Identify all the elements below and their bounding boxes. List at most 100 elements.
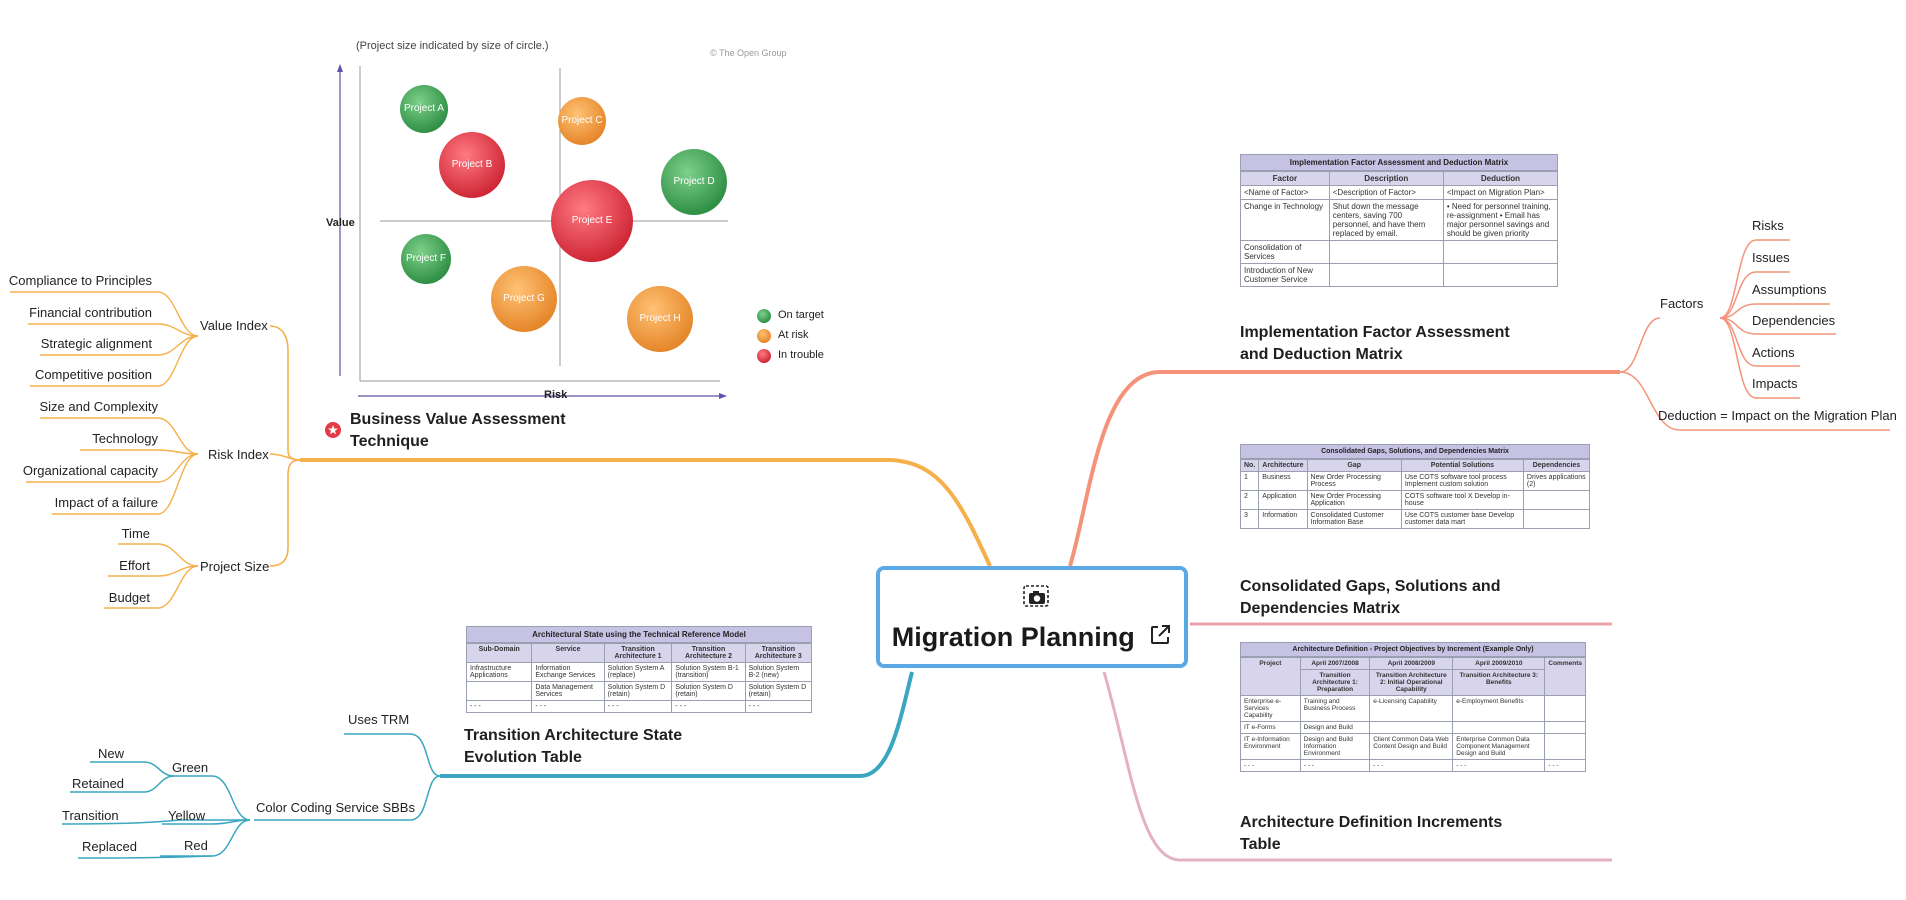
factor-item[interactable]: Assumptions	[1752, 282, 1827, 297]
table-row: Introduction of New Customer Service	[1240, 263, 1559, 287]
table-header: Factor	[1240, 171, 1330, 186]
value-index-node[interactable]: Value Index	[200, 318, 268, 333]
table-header: Transition Architecture 2: Initial Opera…	[1369, 669, 1454, 696]
green-node[interactable]: Green	[172, 760, 209, 775]
table-header: Project	[1240, 657, 1301, 696]
table-header: Potential Solutions	[1400, 459, 1524, 472]
table-row: <Name of Factor><Description of Factor><…	[1240, 185, 1559, 200]
table-header: Comments	[1544, 657, 1586, 696]
factor-item[interactable]: Issues	[1752, 250, 1790, 265]
table-caption: Architectural State using the Technical …	[466, 626, 812, 643]
period-header: April 2008/2009	[1369, 657, 1454, 670]
table-header: Transition Architecture 3	[744, 643, 813, 663]
legend-label: In trouble	[778, 349, 824, 361]
factors-node[interactable]: Factors	[1660, 296, 1704, 311]
table-header: Dependencies	[1522, 459, 1591, 472]
bubble-label: Project C	[561, 115, 603, 126]
table-caption: Implementation Factor Assessment and Ded…	[1240, 154, 1558, 171]
color-coding-node[interactable]: Color Coding Service SBBs	[256, 800, 415, 815]
table-caption: Consolidated Gaps, Solutions, and Depend…	[1240, 444, 1590, 459]
table-header: Sub-Domain	[465, 643, 533, 663]
bubble-label: Project A	[403, 103, 445, 114]
size-item[interactable]: Budget	[108, 590, 150, 605]
size-item[interactable]: Effort	[119, 558, 150, 573]
increments-table-image[interactable]: Architecture Definition - Project Object…	[1240, 642, 1586, 772]
screenshot-camera-icon[interactable]	[1022, 582, 1050, 615]
bubble-label: Project G	[503, 293, 545, 304]
project-size-node[interactable]: Project Size	[200, 559, 270, 574]
period-header: April 2007/2008	[1299, 657, 1371, 670]
central-title: Migration Planning	[891, 622, 1135, 652]
central-topic[interactable]: Migration Planning	[876, 566, 1188, 668]
bubble-label: Project E	[571, 215, 613, 226]
bva-note: (Project size indicated by size of circl…	[356, 40, 549, 52]
yellow-node[interactable]: Yellow	[168, 808, 206, 823]
open-external-icon[interactable]	[1148, 623, 1172, 654]
risk-item[interactable]: Technology	[92, 431, 158, 446]
bubble-label: Project H	[639, 313, 681, 324]
table-header: Architecture	[1258, 459, 1308, 472]
bva-chart-image[interactable]: (Project size indicated by size of circl…	[320, 36, 840, 416]
value-item[interactable]: Competitive position	[34, 367, 152, 382]
new-node[interactable]: New	[98, 746, 125, 761]
table-header: No.	[1239, 459, 1260, 472]
star-marker-icon[interactable]	[325, 422, 341, 443]
transition-node[interactable]: Transition	[62, 808, 119, 823]
table-row: - - -- - -- - -- - -- - -	[1240, 759, 1586, 772]
factor-item[interactable]: Impacts	[1752, 376, 1798, 391]
replaced-node[interactable]: Replaced	[82, 839, 137, 854]
uses-trm-node[interactable]: Uses TRM	[348, 712, 410, 727]
table-header: Deduction	[1442, 171, 1559, 186]
bubble-label: Project D	[673, 176, 715, 187]
table-header: Transition Architecture 1	[603, 643, 673, 663]
risk-item[interactable]: Size and Complexity	[39, 399, 159, 414]
bva-y-label: Value	[326, 217, 355, 229]
table-row: Consolidation of Services	[1240, 240, 1559, 264]
table-header: Transition Architecture 1: Preparation	[1299, 669, 1371, 696]
value-item[interactable]: Strategic alignment	[40, 336, 152, 351]
impl-title[interactable]: Implementation Factor Assessment and Ded…	[1240, 324, 1510, 363]
bva-copyright: © The Open Group	[710, 48, 787, 58]
bubble-label: Project F	[405, 253, 446, 264]
table-caption: Architecture Definition - Project Object…	[1240, 642, 1586, 657]
table-header: Transition Architecture 2	[671, 643, 746, 663]
period-header: April 2009/2010	[1452, 657, 1546, 670]
risk-index-node[interactable]: Risk Index	[208, 447, 269, 462]
deduction-node[interactable]: Deduction = Impact on the Migration Plan	[1658, 408, 1897, 423]
value-item[interactable]: Compliance to Principles	[8, 273, 152, 288]
table-header: Description	[1328, 171, 1444, 186]
table-row: - - -- - -- - -- - -- - -	[465, 700, 813, 713]
legend-label: At risk	[778, 329, 809, 341]
factor-item[interactable]: Actions	[1752, 345, 1795, 360]
impl-matrix-image[interactable]: Implementation Factor Assessment and Ded…	[1240, 154, 1559, 287]
gaps-title[interactable]: Consolidated Gaps, Solutions and Depende…	[1240, 578, 1501, 617]
risk-item[interactable]: Organizational capacity	[22, 463, 158, 478]
gaps-matrix-image[interactable]: Consolidated Gaps, Solutions, and Depend…	[1239, 444, 1591, 529]
table-header: Transition Architecture 3: Benefits	[1452, 669, 1546, 696]
red-node[interactable]: Red	[184, 838, 208, 853]
bubble-label: Project B	[451, 159, 493, 170]
factor-item[interactable]: Risks	[1752, 218, 1784, 233]
legend-label: On target	[778, 309, 824, 321]
transition-title[interactable]: Transition Architecture State Evolution …	[464, 727, 683, 766]
risk-item[interactable]: Impact of a failure	[54, 495, 158, 510]
factor-item[interactable]: Dependencies	[1752, 313, 1836, 328]
increments-title[interactable]: Architecture Definition Increments Table	[1240, 814, 1503, 853]
retained-node[interactable]: Retained	[72, 776, 125, 791]
table-header: Service	[531, 643, 605, 663]
value-item[interactable]: Financial contribution	[29, 305, 152, 320]
bva-x-label: Risk	[544, 389, 568, 401]
transition-table-image[interactable]: Architectural State using the Technical …	[465, 626, 813, 713]
bva-title[interactable]: Business Value Assessment Technique	[350, 411, 566, 450]
size-item[interactable]: Time	[121, 526, 150, 541]
